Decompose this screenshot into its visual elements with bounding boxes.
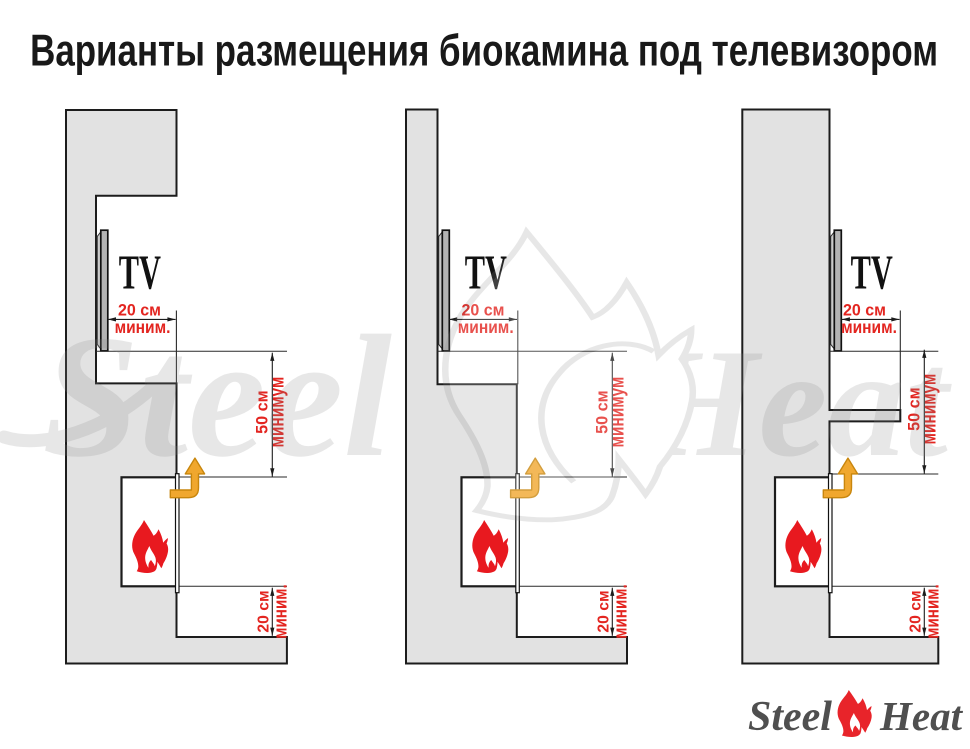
svg-text:Варианты размещения биокамина: Варианты размещения биокамина под телеви… [30,27,938,76]
svg-text:минимум: минимум [606,377,628,448]
svg-text:50 см: 50 см [594,390,612,433]
svg-text:Heat: Heat [636,317,952,489]
svg-text:20 см: 20 см [462,301,505,319]
svg-text:20 см: 20 см [256,590,273,632]
svg-text:TV: TV [851,245,893,299]
svg-text:миним.: миним. [458,317,514,337]
svg-text:50 см: 50 см [906,387,924,430]
svg-text:TV: TV [119,245,161,299]
svg-text:Heat: Heat [879,693,964,739]
svg-text:20 см: 20 см [908,590,925,632]
svg-text:минимум: минимум [918,374,940,445]
svg-text:миним.: миним. [841,317,897,337]
svg-text:миним.: миним. [270,584,291,638]
svg-text:миним.: миним. [922,584,943,638]
svg-text:минимум: минимум [266,377,288,448]
svg-text:20 см: 20 см [118,301,161,319]
svg-text:Steel: Steel [748,694,832,740]
svg-text:20 см: 20 см [596,590,613,632]
svg-text:миним.: миним. [610,584,631,638]
svg-text:TV: TV [465,245,507,299]
svg-text:20 см: 20 см [843,301,886,319]
svg-text:Steel: Steel [42,299,392,493]
svg-text:50 см: 50 см [254,390,272,433]
svg-text:миним.: миним. [115,317,171,337]
